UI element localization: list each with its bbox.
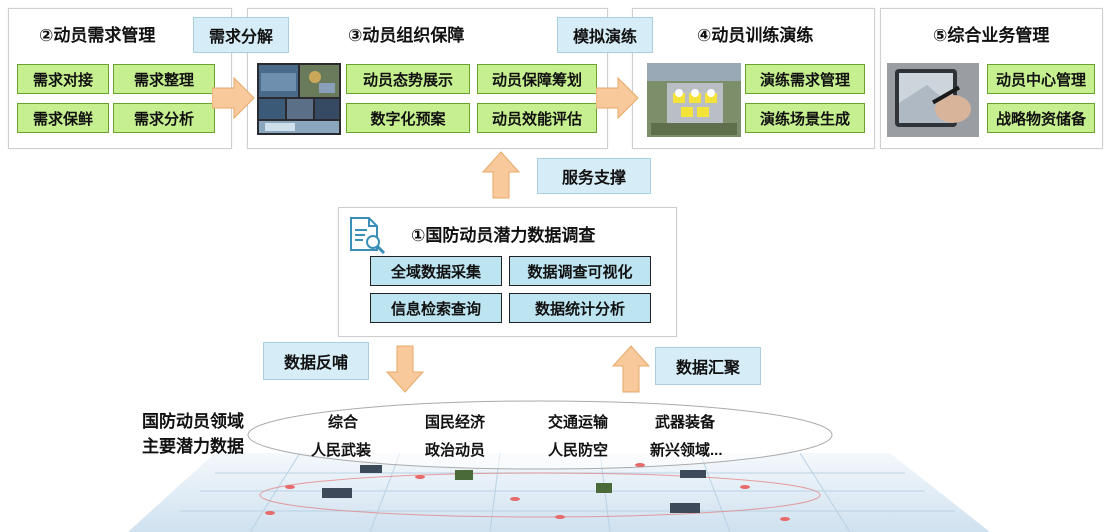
center-management-button[interactable]: 动员中心管理	[987, 64, 1095, 94]
service-support-tag: 服务支撑	[537, 158, 651, 194]
base-item-economy: 国民经济	[425, 414, 486, 431]
organization-support-title: ③动员组织保障	[348, 26, 465, 45]
right-arrow-icon	[212, 76, 255, 120]
data-feedback-tag: 数据反哺	[263, 342, 369, 380]
info-retrieval-button[interactable]: 信息检索查询	[370, 293, 502, 323]
demand-decompose-tag: 需求分解	[193, 17, 289, 53]
up-arrow-icon	[611, 345, 651, 393]
base-item-armed-forces: 人民武装	[311, 442, 372, 459]
statistics-analysis-button[interactable]: 数据统计分析	[509, 293, 651, 323]
demand-freshness-button[interactable]: 需求保鲜	[17, 103, 109, 133]
demand-sorting-button[interactable]: 需求整理	[113, 64, 215, 94]
demand-docking-button[interactable]: 需求对接	[17, 64, 109, 94]
data-collection-button[interactable]: 全域数据采集	[370, 256, 502, 286]
material-reserve-button[interactable]: 战略物资储备	[987, 103, 1095, 133]
down-arrow-icon	[385, 345, 425, 393]
document-search-icon	[350, 217, 386, 255]
efficiency-evaluation-button[interactable]: 动员效能评估	[477, 103, 597, 133]
business-management-panel: ⑤综合业务管理 动员中心管理 战略物资储备	[880, 8, 1103, 149]
demand-management-title: ②动员需求管理	[39, 26, 156, 45]
base-item-comprehensive: 综合	[328, 414, 359, 431]
survey-panel: ①国防动员潜力数据调查 全域数据采集 数据调查可视化 信息检索查询 数据统计分析	[338, 207, 677, 337]
up-arrow-icon	[481, 151, 521, 199]
drill-demand-button[interactable]: 演练需求管理	[745, 64, 865, 94]
survey-title: ①国防动员潜力数据调查	[411, 226, 596, 245]
base-item-weapons: 武器装备	[655, 414, 716, 431]
drill-scene-image	[647, 63, 741, 137]
digital-plan-button[interactable]: 数字化预案	[346, 103, 470, 133]
situation-display-button[interactable]: 动员态势展示	[346, 64, 470, 94]
simulate-drill-tag: 模拟演练	[557, 17, 653, 53]
base-heading-line1: 国防动员领域	[142, 412, 244, 431]
base-map-graphic	[128, 400, 990, 532]
base-item-civil-defense: 人民防空	[548, 442, 609, 459]
base-heading-line2: 主要潜力数据	[142, 437, 244, 456]
data-aggregate-tag: 数据汇聚	[655, 347, 761, 385]
demand-analysis-button[interactable]: 需求分析	[113, 103, 215, 133]
training-drill-title: ④动员训练演练	[697, 26, 814, 45]
right-arrow-icon	[596, 76, 639, 120]
monitoring-screens-image	[257, 63, 341, 135]
organization-support-panel: ③动员组织保障 动员态势展示 动员保障筹划 数字化预案 动员效能评估	[247, 8, 608, 149]
base-item-emerging: 新兴领域...	[650, 442, 723, 459]
drill-scene-button[interactable]: 演练场景生成	[745, 103, 865, 133]
training-drill-panel: ④动员训练演练 演练需求管理 演练场景生成	[632, 8, 875, 149]
survey-visualization-button[interactable]: 数据调查可视化	[509, 256, 651, 286]
base-item-transport: 交通运输	[548, 414, 609, 431]
support-planning-button[interactable]: 动员保障筹划	[477, 64, 597, 94]
tablet-hand-image	[887, 63, 979, 137]
business-management-title: ⑤综合业务管理	[933, 26, 1050, 45]
base-item-political: 政治动员	[425, 442, 486, 459]
